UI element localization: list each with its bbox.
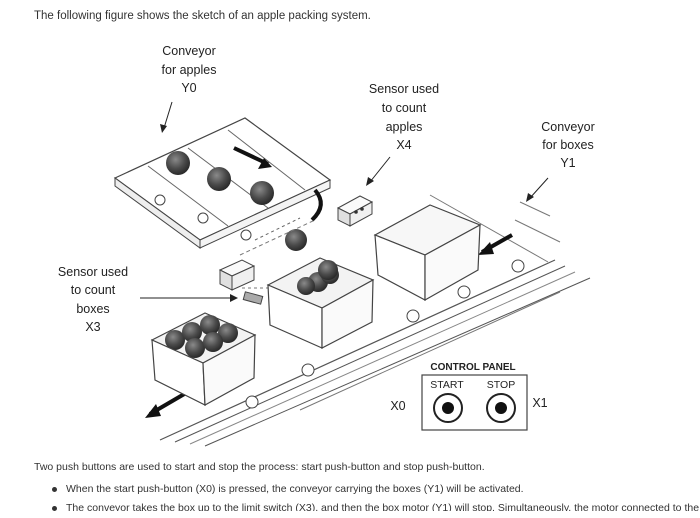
bullet-icon <box>52 487 57 492</box>
empty-box-icon <box>373 204 482 302</box>
list-item: The conveyor takes the box up to the lim… <box>50 499 700 511</box>
stop-input-tag: X1 <box>532 396 547 410</box>
box-conveyor <box>145 194 591 447</box>
bullet-icon <box>52 506 57 511</box>
apple-conveyor <box>113 117 332 256</box>
control-panel-title: CONTROL PANEL <box>430 362 515 373</box>
apple-sensor-icon <box>336 195 374 227</box>
apple-packing-figure: Conveyor for apples Y0 Sensor used to co… <box>0 30 700 450</box>
conveyor-apples-label-2: for apples <box>162 63 217 77</box>
box-sensor-icon <box>218 259 270 305</box>
conveyor-boxes-tag: Y1 <box>560 156 575 170</box>
apple-icon <box>166 151 190 175</box>
conveyor-apples-tag: Y0 <box>181 81 196 95</box>
falling-apple-icon <box>285 229 307 251</box>
bullet-text: The conveyor takes the box up to the lim… <box>66 502 700 511</box>
sensor-apples-label-1: Sensor used <box>369 82 439 96</box>
conveyor-boxes-label-2: for boxes <box>542 138 593 152</box>
full-box-icon <box>150 312 257 406</box>
bullet-text: When the start push-button (X0) is press… <box>66 483 524 495</box>
roller-icon <box>301 363 315 377</box>
roller-icon <box>457 285 471 299</box>
sensor-apples-label-3: apples <box>386 120 423 134</box>
direction-arrow-icon <box>258 158 272 169</box>
sensor-boxes-tag: X3 <box>85 320 100 334</box>
sensor-boxes-label-1: Sensor used <box>58 265 128 279</box>
filling-box-icon <box>266 257 375 349</box>
direction-arrow-icon <box>145 404 161 418</box>
sensor-apples-tag: X4 <box>396 138 411 152</box>
description-text: Two push buttons are used to start and s… <box>34 461 485 473</box>
start-button[interactable] <box>433 393 463 423</box>
roller-icon <box>511 259 525 273</box>
roller-icon <box>245 395 259 409</box>
list-item: When the start push-button (X0) is press… <box>50 480 700 499</box>
start-input-tag: X0 <box>390 399 405 413</box>
start-label: START <box>430 379 464 391</box>
roller-icon <box>154 194 166 206</box>
roller-icon <box>197 212 209 224</box>
intro-text: The following figure shows the sketch of… <box>34 10 371 22</box>
roller-icon <box>240 229 252 241</box>
direction-arrow-icon <box>478 242 494 255</box>
sensor-boxes-label-2: to count <box>71 283 116 297</box>
control-panel: CONTROL PANEL START STOP X0 X1 <box>390 362 548 431</box>
conveyor-apples-label-1: Conveyor <box>162 44 216 58</box>
apple-icon <box>250 181 274 205</box>
apple-icon <box>207 167 231 191</box>
drop-arrow-icon <box>310 188 323 222</box>
label-pointers <box>140 101 549 302</box>
sensor-boxes-label-3: boxes <box>76 302 109 316</box>
roller-icon <box>406 309 420 323</box>
bullet-list: When the start push-button (X0) is press… <box>50 480 700 511</box>
stop-label: STOP <box>487 379 515 391</box>
conveyor-boxes-label-1: Conveyor <box>541 120 595 134</box>
stop-button[interactable] <box>486 393 516 423</box>
sensor-apples-label-2: to count <box>382 101 427 115</box>
